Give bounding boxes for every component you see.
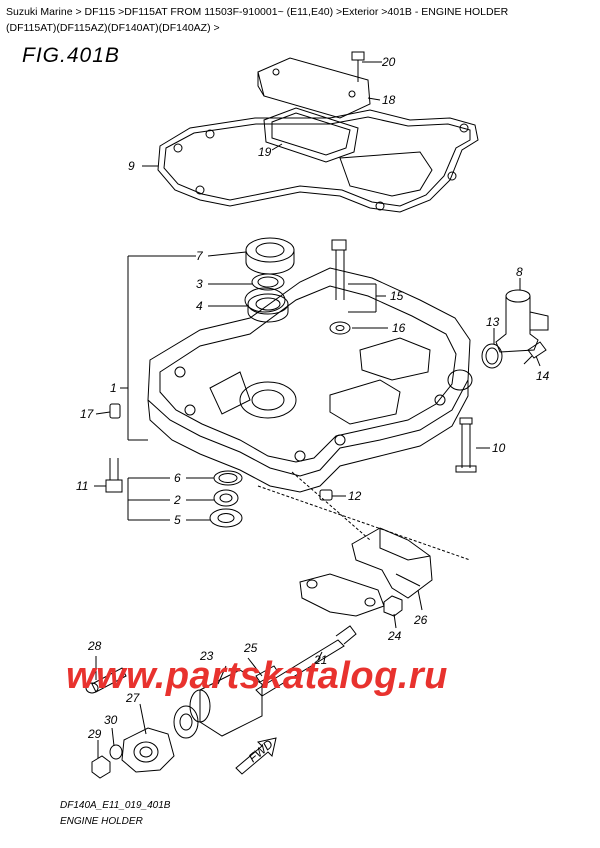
through-bolt-21	[255, 625, 357, 697]
callout-6: 6	[174, 471, 181, 485]
callout-7: 7	[196, 249, 204, 263]
callout-28: 28	[87, 639, 102, 653]
callout-23: 23	[199, 649, 214, 663]
callout-20: 20	[381, 55, 396, 69]
callout-10: 10	[492, 441, 506, 455]
watermark: www.partskatalog.ru	[66, 655, 448, 697]
callout-1: 1	[110, 381, 117, 395]
callout-21: 21	[313, 653, 327, 667]
housing-27	[121, 727, 175, 773]
callout-labels: 20 18 19 9 7 3 4 1 17 11 6 2 5 15 16 8 1…	[76, 55, 550, 741]
callout-24: 24	[387, 629, 402, 643]
callout-12: 12	[348, 489, 362, 503]
callout-9: 9	[128, 159, 135, 173]
nut-29	[91, 755, 111, 779]
callout-29: 29	[87, 727, 102, 741]
callout-17: 17	[80, 407, 95, 421]
breadcrumb-path[interactable]: Suzuki Marine > DF115 >DF115AT FROM 1150…	[6, 6, 509, 18]
bolt-20	[351, 51, 380, 82]
ring-3	[251, 273, 285, 291]
callout-15: 15	[390, 289, 404, 303]
callout-16: 16	[392, 321, 406, 335]
breadcrumb-models[interactable]: (DF115AT)(DF115AZ)(DF140AT)(DF140AZ) >	[6, 22, 220, 34]
nut-24	[383, 595, 403, 617]
leader-lines	[94, 61, 541, 758]
fwd-arrow: FWD	[235, 737, 277, 775]
bolt-28	[85, 667, 127, 694]
bolt-10	[455, 417, 477, 473]
callout-26: 26	[413, 613, 428, 627]
figure-title: FIG.401B	[22, 44, 120, 67]
callout-4: 4	[196, 299, 203, 313]
oil-seal-7	[245, 237, 295, 275]
callout-8: 8	[516, 265, 523, 279]
seal-2	[213, 489, 239, 507]
rubber-mount-23	[173, 669, 263, 739]
seal-5	[209, 508, 243, 528]
breadcrumb[interactable]: Suzuki Marine > DF115 >DF115AT FROM 1150…	[6, 4, 596, 36]
mount-bracket	[351, 527, 433, 599]
bolt-14	[523, 341, 547, 365]
callout-5: 5	[174, 513, 181, 527]
drawing-code: DF140A_E11_019_401B	[60, 800, 171, 811]
gasket-outline	[157, 109, 479, 213]
engine-holder-body	[147, 267, 473, 493]
washer-16	[329, 321, 351, 335]
callout-2: 2	[173, 493, 181, 507]
bolt-15	[331, 239, 347, 300]
dowel-17	[109, 403, 121, 419]
bolt-11	[105, 458, 123, 493]
callout-19: 19	[258, 145, 272, 159]
callout-27: 27	[125, 691, 141, 705]
mount-plate	[299, 573, 385, 617]
callout-3: 3	[196, 277, 203, 291]
cover-gasket	[263, 107, 359, 163]
ring-6	[213, 470, 243, 486]
bolt-25	[255, 665, 279, 683]
nozzle-8	[495, 289, 549, 353]
cover-plate	[257, 57, 371, 119]
callout-14: 14	[536, 369, 550, 383]
drawing-name: ENGINE HOLDER	[60, 816, 143, 827]
callout-13: 13	[486, 315, 500, 329]
callout-18: 18	[382, 93, 396, 107]
callout-11: 11	[76, 479, 88, 493]
dowel-12	[319, 489, 333, 501]
washer-30	[109, 744, 123, 760]
seal-4	[247, 293, 289, 323]
callout-25: 25	[243, 641, 258, 655]
o-ring-13	[481, 343, 503, 369]
callout-30: 30	[104, 713, 118, 727]
